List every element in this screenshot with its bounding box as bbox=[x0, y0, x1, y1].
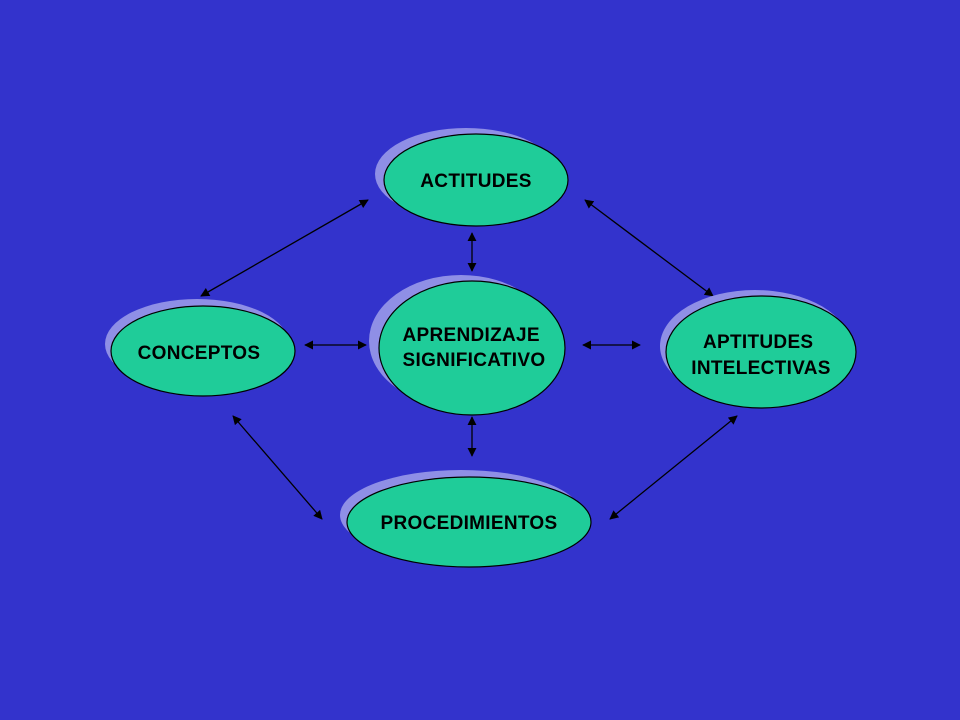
node-aprendizaje: APRENDIZAJE SIGNIFICATIVO bbox=[369, 275, 566, 416]
arrow-procedimientos-aptitudes bbox=[609, 415, 738, 520]
node-procedimientos: PROCEDIMIENTOS bbox=[340, 470, 592, 568]
node-aptitudes-line-1: APTITUDES bbox=[703, 332, 813, 353]
arrow-conceptos-procedimientos bbox=[232, 415, 323, 520]
node-conceptos-line-1: CONCEPTOS bbox=[138, 343, 261, 364]
arrow-actitudes-aptitudes bbox=[584, 199, 714, 297]
node-aptitudes-ellipse bbox=[665, 295, 857, 409]
arrow-conceptos-actitudes bbox=[200, 199, 369, 297]
node-aptitudes-label: APTITUDES INTELECTIVAS bbox=[691, 332, 830, 379]
node-aptitudes-line-2: INTELECTIVAS bbox=[691, 358, 830, 379]
node-conceptos-ellipse bbox=[110, 305, 296, 397]
node-aprendizaje-line-1: APRENDIZAJE bbox=[403, 325, 540, 346]
node-aprendizaje-ellipse bbox=[378, 280, 566, 416]
node-aprendizaje-label: APRENDIZAJE SIGNIFICATIVO bbox=[403, 325, 546, 371]
connector-arrows bbox=[200, 199, 738, 520]
node-conceptos: CONCEPTOS bbox=[105, 299, 296, 397]
node-aprendizaje-line-2: SIGNIFICATIVO bbox=[403, 350, 546, 371]
node-procedimientos-label: PROCEDIMIENTOS bbox=[381, 513, 558, 534]
node-conceptos-label: CONCEPTOS bbox=[138, 343, 261, 364]
node-actitudes-label: ACTITUDES bbox=[420, 171, 531, 192]
node-actitudes-line-1: ACTITUDES bbox=[420, 171, 531, 192]
node-procedimientos-line-1: PROCEDIMIENTOS bbox=[381, 513, 558, 534]
node-actitudes: ACTITUDES bbox=[375, 128, 569, 227]
node-procedimientos-ellipse bbox=[346, 476, 592, 568]
node-actitudes-ellipse bbox=[383, 133, 569, 227]
node-aptitudes: APTITUDES INTELECTIVAS bbox=[660, 290, 857, 409]
